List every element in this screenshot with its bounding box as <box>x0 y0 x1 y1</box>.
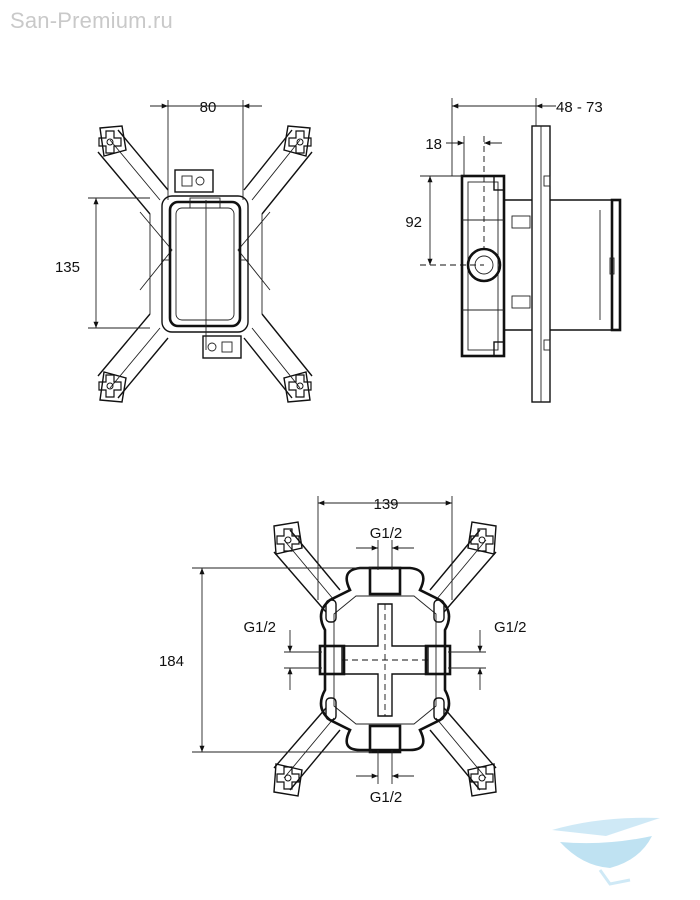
bottom-view: 139 184 G1/2 G1/2 <box>159 496 527 806</box>
port-left <box>318 644 346 676</box>
dim-height-92: 92 <box>405 175 484 266</box>
dim-connection-right: G1/2 <box>448 619 527 690</box>
dim-connection-bottom: G1/2 <box>356 750 414 806</box>
bracket-inner-lines <box>283 539 487 779</box>
wall-plate <box>531 125 551 403</box>
dim-label: 48 - 73 <box>556 99 603 116</box>
connection-label: G1/2 <box>243 619 276 636</box>
connection-label: G1/2 <box>370 789 403 806</box>
dim-label: 92 <box>405 214 422 231</box>
dim-label: 80 <box>200 99 217 116</box>
port-top <box>368 566 402 596</box>
port-bottom <box>368 724 402 754</box>
box-body <box>161 195 249 350</box>
dim-connection-top: G1/2 <box>356 525 414 570</box>
dim-label: 18 <box>425 136 442 153</box>
side-view: 48 - 73 18 92 <box>405 98 622 403</box>
screw-hole-icon <box>470 528 494 552</box>
dim-width-139: 139 <box>317 496 453 600</box>
logo-icon <box>552 817 660 886</box>
dim-height-135: 135 <box>55 197 150 329</box>
mounting-bracket <box>97 125 313 403</box>
dim-width-80: 80 <box>150 99 262 200</box>
dim-label: 135 <box>55 259 80 276</box>
dim-height-184: 184 <box>159 567 372 753</box>
valve-body <box>318 566 452 754</box>
port-right <box>424 644 452 676</box>
clamp-plate-bottom <box>202 335 242 359</box>
bracket-inner-lines <box>109 139 301 389</box>
mounting-bracket <box>273 521 497 797</box>
clamp-plate-top <box>174 169 214 193</box>
screw-hole-icon <box>276 766 300 790</box>
dim-offset-18: 18 <box>425 136 502 250</box>
connector-tube <box>504 198 622 332</box>
dim-connection-left: G1/2 <box>243 619 322 690</box>
watermark: San-Premium.ru <box>10 8 173 33</box>
screw-hole-icon <box>470 766 494 790</box>
dim-label: 184 <box>159 653 184 670</box>
connection-label: G1/2 <box>370 525 403 542</box>
dim-label: 139 <box>373 496 398 513</box>
connection-label: G1/2 <box>494 619 527 636</box>
valve-housing <box>460 174 506 358</box>
dim-depth-48-73: 48 - 73 <box>451 98 603 176</box>
screw-hole-icon <box>276 528 300 552</box>
front-view: 80 135 <box>55 99 313 403</box>
